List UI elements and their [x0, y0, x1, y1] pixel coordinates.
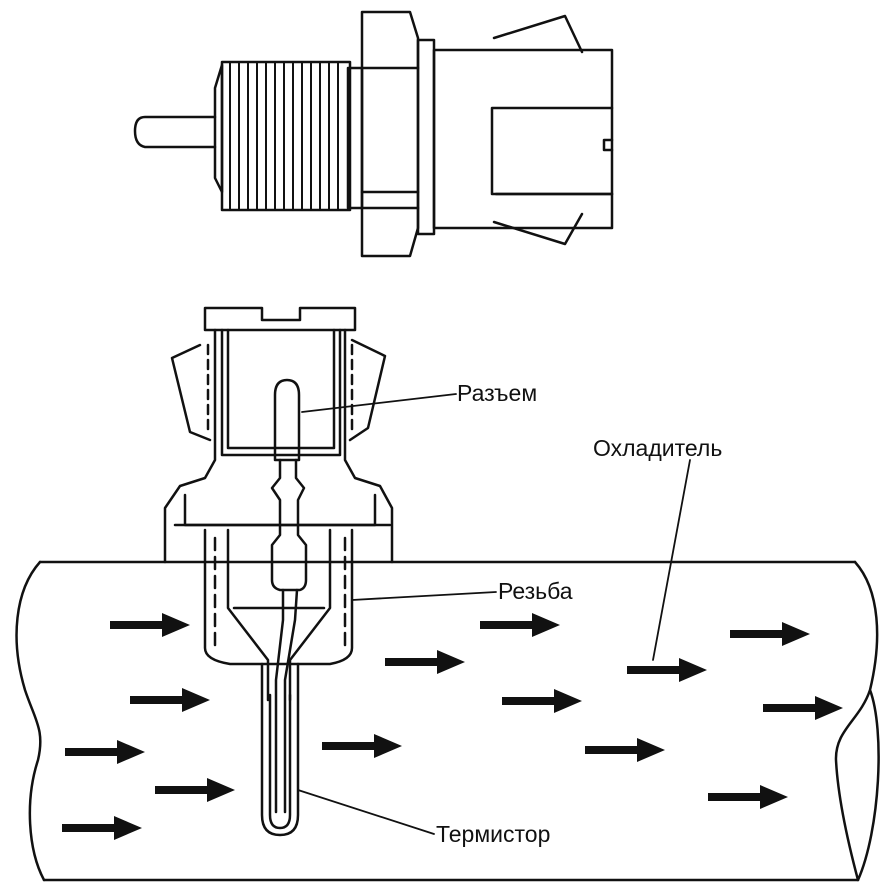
flow-arrow-icon: [155, 778, 235, 802]
flow-arrow-icon: [65, 740, 145, 764]
flow-arrow-icon: [763, 696, 843, 720]
hex-nut: [360, 10, 420, 258]
flange: [416, 38, 436, 236]
label-connector: Разъем: [457, 380, 538, 406]
sensor-cutaway: [163, 306, 394, 837]
pipe-left-end: [15, 560, 46, 882]
leader-thermistor: [297, 789, 435, 835]
flow-arrow-icon: [480, 613, 560, 637]
flow-arrow-icon: [502, 689, 582, 713]
sensor-external-view: [133, 10, 614, 258]
thread-lines: [229, 61, 339, 211]
label-thermistor: Термистор: [436, 821, 551, 847]
flow-arrows: [62, 613, 843, 840]
flow-arrow-icon: [62, 816, 142, 840]
top-latch: [492, 14, 584, 54]
threaded-body: [220, 60, 352, 212]
bottom-latch: [492, 212, 584, 246]
connector-housing: [432, 48, 614, 230]
flow-arrow-icon: [110, 613, 190, 637]
pipe-right-end: [834, 560, 880, 882]
probe-tip: [133, 115, 217, 149]
flow-arrow-icon: [730, 622, 810, 646]
leader-coolant: [652, 459, 691, 661]
connector-opening: [490, 106, 614, 196]
flow-arrow-icon: [708, 785, 788, 809]
flow-arrow-icon: [627, 658, 707, 682]
flow-arrow-icon: [130, 688, 210, 712]
coolant-pipe: [15, 560, 880, 882]
flow-arrow-icon: [385, 650, 465, 674]
flow-arrow-icon: [322, 734, 402, 758]
leader-thread: [351, 591, 497, 601]
flow-arrow-icon: [585, 738, 665, 762]
leader-lines: [297, 393, 691, 835]
label-thread: Резьба: [498, 578, 573, 604]
label-coolant: Охладитель: [593, 435, 723, 461]
leader-connector: [301, 393, 457, 413]
